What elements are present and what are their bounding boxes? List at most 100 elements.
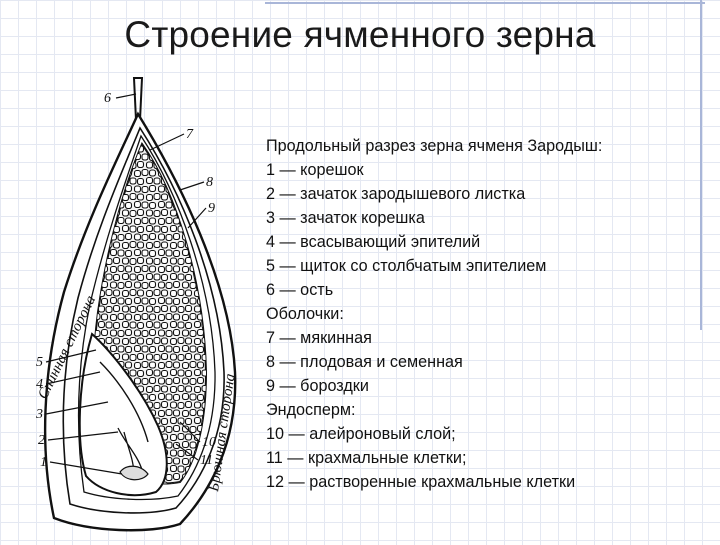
starch-cell (160, 321, 169, 330)
starch-cell (184, 352, 193, 361)
caption-line: 1 — корешок (266, 161, 364, 179)
starch-cell (136, 208, 145, 217)
starch-cell (153, 336, 161, 345)
starch-cell (121, 257, 130, 265)
starch-cell (153, 321, 161, 329)
starch-cell (100, 313, 109, 321)
starch-cell (177, 321, 185, 329)
caption-line: 12 — растворенные крахмальные клетки (266, 473, 576, 491)
starch-cell (117, 249, 125, 257)
starch-cell (141, 329, 149, 338)
starch-cell (189, 425, 197, 434)
starch-cell (100, 297, 109, 306)
starch-cell (124, 280, 133, 289)
starch-cell (165, 201, 173, 209)
starch-cell (141, 168, 149, 177)
starch-cell (133, 233, 142, 241)
callouts: 6 7 8 9 5 4 3 2 1 10 11 (35, 91, 216, 470)
starch-cell (93, 185, 101, 194)
starch-cell (145, 176, 154, 185)
starch-cell (169, 257, 178, 265)
starch-cell (124, 361, 133, 369)
starch-cell (172, 280, 181, 289)
starch-cell (189, 201, 197, 209)
starch-cell (189, 185, 197, 194)
starch-cell (184, 193, 193, 201)
starch-cell (124, 249, 133, 258)
starch-cell (145, 337, 154, 346)
starch-cell (157, 344, 166, 353)
starch-cell (129, 192, 137, 201)
starch-cell (165, 473, 173, 482)
starch-cell (121, 337, 130, 346)
callout-5: 5 (36, 355, 43, 370)
starch-cell (93, 153, 101, 161)
starch-cell (153, 288, 161, 297)
starch-cell (189, 168, 197, 177)
starch-cell (177, 353, 185, 362)
starch-cell (169, 289, 178, 298)
starch-cell (177, 432, 185, 441)
starch-cell (165, 312, 173, 321)
starch-cell (141, 377, 149, 386)
starch-cell (169, 320, 178, 329)
starch-cell (105, 321, 113, 329)
starch-cell (201, 144, 206, 153)
starch-cell (184, 400, 193, 409)
starch-cell (196, 184, 205, 193)
caption-line: Продольный разрез зерна ячменя Зародыш: (266, 137, 603, 155)
starch-cell (193, 320, 202, 329)
starch-cell (109, 248, 118, 257)
starch-cell (121, 289, 130, 298)
starch-cell (153, 401, 161, 410)
starch-cell (165, 377, 173, 386)
starch-cell (181, 281, 190, 289)
starch-cell (153, 369, 161, 377)
starch-cell (141, 201, 149, 209)
starch-cell (141, 345, 149, 353)
starch-cell (172, 169, 181, 177)
starch-cell (148, 376, 157, 385)
starch-cell (181, 361, 190, 370)
starch-cell (165, 441, 173, 449)
starch-cell (196, 361, 205, 369)
starch-cell (181, 377, 190, 385)
starch-cell (133, 296, 142, 305)
starch-cell (189, 345, 197, 353)
starch-cell (112, 337, 121, 345)
starch-cell (109, 344, 118, 353)
starch-cell (165, 281, 173, 290)
starch-cell (153, 353, 161, 362)
starch-cell (148, 280, 157, 289)
starch-cell (172, 297, 181, 306)
starch-cell (184, 433, 193, 441)
starch-cell (157, 361, 166, 370)
starch-cell (169, 209, 178, 217)
starch-cell (157, 329, 166, 337)
caption-line: 3 — зачаток корешка (266, 209, 425, 227)
starch-cell (124, 328, 133, 337)
caption-line: 6 — ость (266, 281, 334, 299)
starch-cell (145, 272, 154, 281)
starch-cell (165, 425, 173, 434)
starch-cell (189, 408, 197, 417)
starch-cell (97, 176, 106, 185)
starch-cell (160, 241, 169, 249)
caption-text: Продольный разрез зерна ячменя Зародыш: … (266, 134, 706, 494)
starch-cell (193, 145, 202, 154)
starch-cell (124, 201, 133, 210)
starch-cell (172, 361, 181, 369)
starch-cell (148, 217, 157, 225)
starch-cell (153, 273, 161, 281)
starch-cell (169, 337, 178, 346)
starch-cell (136, 193, 145, 201)
starch-cell (148, 328, 157, 337)
starch-cell (153, 177, 161, 185)
embryo-outline (78, 332, 168, 497)
starch-cell (165, 153, 173, 161)
starch-cell (196, 328, 205, 337)
starch-cell (181, 152, 190, 161)
starch-cell (145, 353, 154, 361)
starch-cell (172, 313, 181, 321)
starch-cell (193, 193, 202, 202)
